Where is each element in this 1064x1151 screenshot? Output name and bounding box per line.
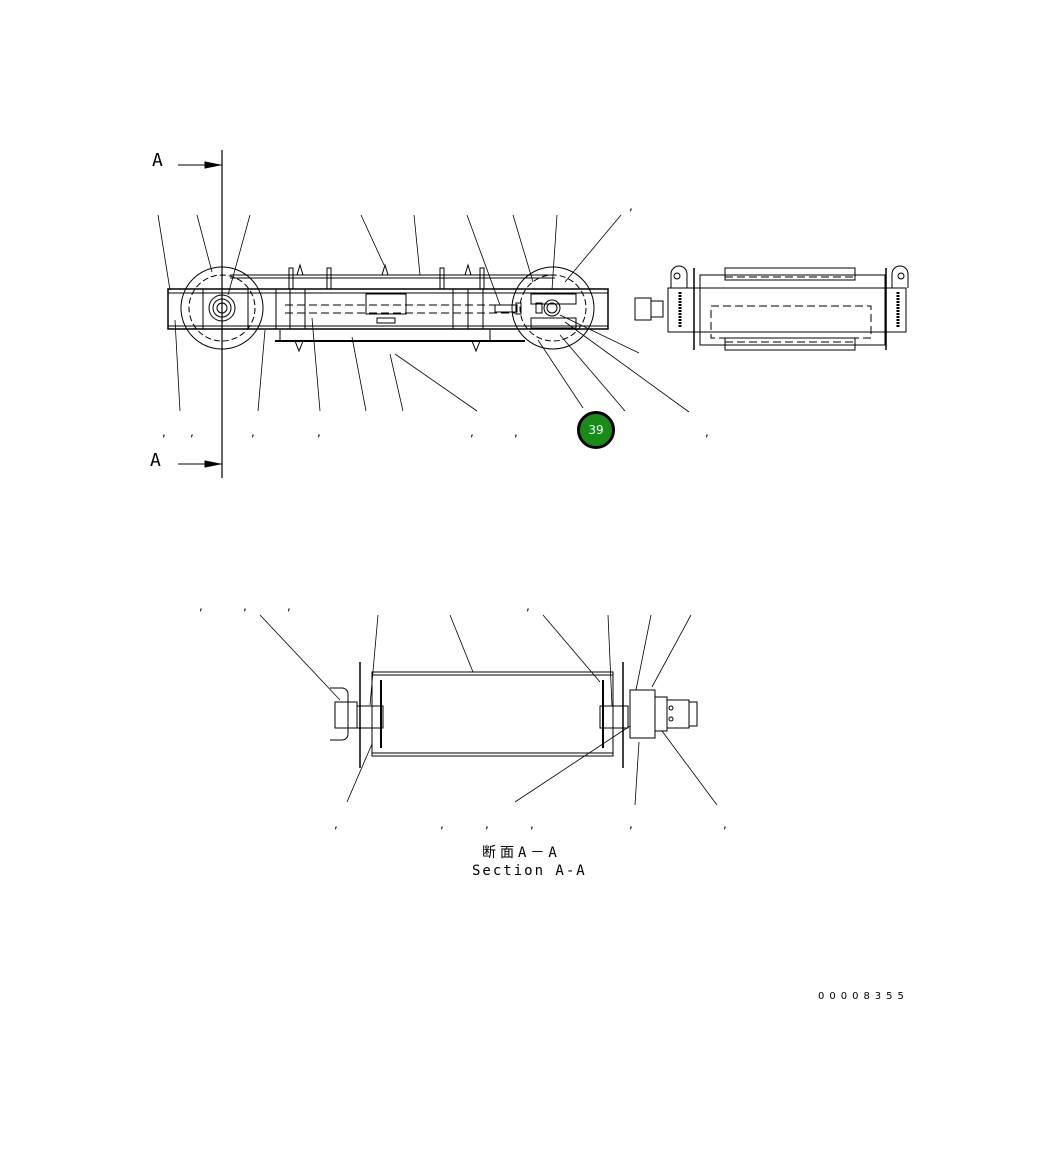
section-view-leaders [259, 614, 718, 806]
section-view [330, 662, 698, 768]
part-ref-separator: , [485, 817, 489, 831]
part-ref-separator: , [723, 817, 727, 831]
part-ref-separator: , [440, 817, 444, 831]
section-marker-a-bottom: A [150, 450, 161, 471]
part-ref-separator: , [530, 817, 534, 831]
section-marker-a-top: A [152, 150, 163, 171]
part-ref-separator: , [629, 817, 633, 831]
callout-label: 39 [588, 423, 604, 437]
section-caption-english: Section A-A [472, 863, 587, 879]
part-callout-39[interactable]: 39 [577, 411, 615, 449]
section-caption-japanese: 断面A－A [482, 845, 561, 861]
part-ref-separator: , [334, 817, 338, 831]
top-view-frame [167, 263, 609, 353]
part-ref-separator: , [470, 425, 474, 439]
part-ref-separator: , [629, 199, 633, 213]
drawing-id: 00008355 [818, 991, 909, 1002]
part-ref-separator: , [199, 599, 203, 613]
part-ref-separator: , [162, 425, 166, 439]
part-ref-separator: , [705, 425, 709, 439]
side-view [634, 265, 909, 351]
top-view-leaders [157, 214, 690, 413]
part-ref-separator: , [243, 599, 247, 613]
part-ref-separator: , [514, 425, 518, 439]
part-ref-separator: , [526, 599, 530, 613]
part-ref-separator: , [190, 425, 194, 439]
part-ref-separator: , [317, 425, 321, 439]
section-cut-line [178, 150, 223, 478]
part-ref-separator: , [251, 425, 255, 439]
part-ref-separator: , [287, 599, 291, 613]
